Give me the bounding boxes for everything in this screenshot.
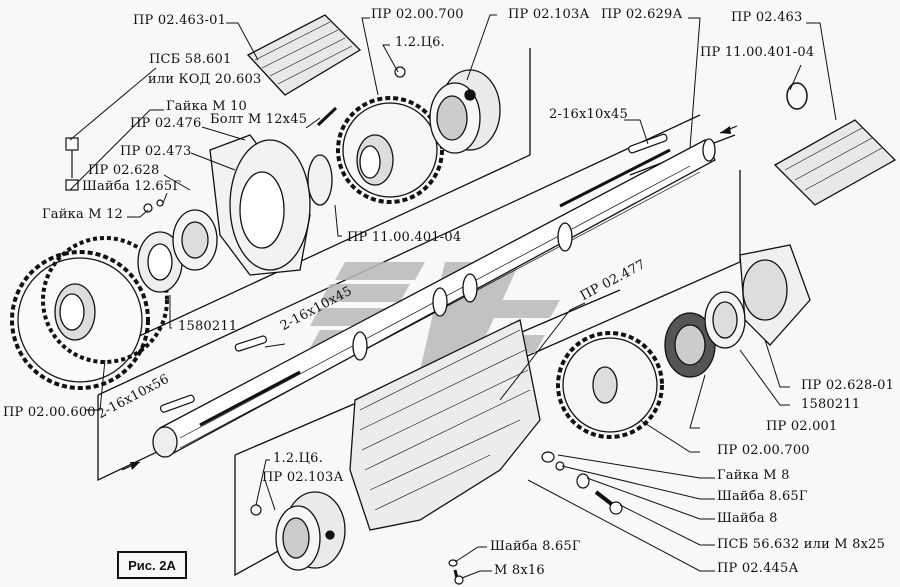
label-pr-02-463-01: ПР 02.463-01 bbox=[133, 13, 227, 28]
bolt-m8x16 bbox=[453, 569, 464, 585]
label-pr-02-103a-top: ПР 02.103А bbox=[508, 7, 590, 22]
label-pr-11-00-401-04-mid: ПР 11.00.401-04 bbox=[347, 230, 462, 245]
bolt-m8x25 bbox=[594, 490, 623, 515]
label-shaiba-8-65g-bottom: Шайба 8.65Г bbox=[490, 539, 581, 554]
sprocket-pr-02-00-600 bbox=[10, 236, 169, 390]
key-16x10x56 bbox=[159, 394, 195, 413]
cover-pr-02-463-01 bbox=[246, 14, 362, 96]
bearing-1580211-left bbox=[137, 209, 218, 293]
grease-fitting-bottom bbox=[250, 504, 262, 516]
direction-arrow-right bbox=[719, 125, 738, 134]
label-kod-20-603: или КОД 20.603 bbox=[148, 72, 262, 87]
label-bearing-1580211-left: 1580211 bbox=[178, 319, 238, 334]
key-16x10x45-mid bbox=[234, 335, 267, 352]
main-shaft-pr-02-629a bbox=[152, 138, 716, 458]
label-pr-02-628-01: ПР 02.628-01 bbox=[801, 378, 895, 393]
sprocket-pr-02-00-700-bottom bbox=[556, 331, 664, 439]
label-pr-02-463: ПР 02.463 bbox=[731, 10, 803, 25]
nut-m12 bbox=[143, 199, 164, 213]
label-pr-02-00-700-top: ПР 02.00.700 bbox=[371, 7, 464, 22]
label-pr-02-445a: ПР 02.445А bbox=[717, 561, 799, 576]
label-gaika-m8: Гайка М 8 bbox=[717, 468, 790, 483]
leader-lines bbox=[69, 14, 837, 579]
sprocket-pr-02-00-700-top bbox=[336, 96, 444, 204]
label-pr-02-476: ПР 02.476 bbox=[130, 116, 202, 131]
label-pr-02-629a: ПР 02.629А bbox=[601, 7, 683, 22]
guard-pr-02-445a bbox=[349, 319, 541, 531]
label-shaiba-8: Шайба 8 bbox=[717, 511, 778, 526]
label-grease-fitting-top: 1.2.Ц6. bbox=[395, 35, 445, 50]
label-bolt-m12x45: Болт М 12х45 bbox=[210, 112, 308, 127]
direction-arrow-left bbox=[121, 461, 141, 471]
label-pr-02-00-700-bottom: ПР 02.00.700 bbox=[717, 443, 810, 458]
label-grease-fitting-bottom: 1.2.Ц6. bbox=[273, 451, 323, 466]
label-psb-56-632: ПСБ 56.632 или М 8х25 bbox=[717, 537, 886, 552]
label-gaika-m10: Гайка М 10 bbox=[166, 99, 248, 114]
nut-m8 bbox=[541, 451, 555, 463]
label-psb-58-601: ПСБ 58.601 bbox=[149, 52, 232, 67]
grease-fitting-top bbox=[394, 66, 406, 78]
label-key-16x10x45-top: 2-16х10х45 bbox=[549, 107, 628, 122]
housing-pr-02-628-01 bbox=[739, 244, 811, 346]
cover-pr-02-463 bbox=[773, 119, 897, 206]
label-pr-02-001: ПР 02.001 bbox=[766, 419, 838, 434]
label-bearing-1580211-right: 1580211 bbox=[801, 397, 861, 412]
label-pr-02-628: ПР 02.628 bbox=[88, 163, 160, 178]
figure-caption: Рис. 2А bbox=[117, 551, 187, 579]
bolt-psb-58-601 bbox=[65, 137, 79, 191]
bearing-housing-pr-02-103a-top bbox=[429, 69, 501, 154]
label-shaiba-8-65g-right: Шайба 8.65Г bbox=[717, 489, 808, 504]
label-shaiba-12-65g: Шайба 12.65Г bbox=[82, 179, 182, 194]
label-pr-02-103a-bottom: ПР 02.103А bbox=[262, 470, 344, 485]
bearing-housing-pr-02-103a-bottom bbox=[275, 491, 346, 571]
label-m8x16: М 8х16 bbox=[494, 563, 545, 578]
label-pr-02-473: ПР 02.473 bbox=[120, 144, 192, 159]
washer-8 bbox=[576, 473, 590, 489]
bolt-m12x45 bbox=[316, 106, 338, 127]
housing-pr-02-476 bbox=[209, 134, 333, 276]
label-gaika-m12: Гайка М 12 bbox=[42, 207, 124, 222]
snap-ring-pr-11-00-401-04 bbox=[786, 82, 808, 110]
label-pr-11-00-401-04-top: ПР 11.00.401-04 bbox=[700, 45, 815, 60]
bearing-1580211-right bbox=[664, 291, 746, 378]
label-pr-02-00-600: ПР 02.00.600 bbox=[3, 405, 96, 420]
